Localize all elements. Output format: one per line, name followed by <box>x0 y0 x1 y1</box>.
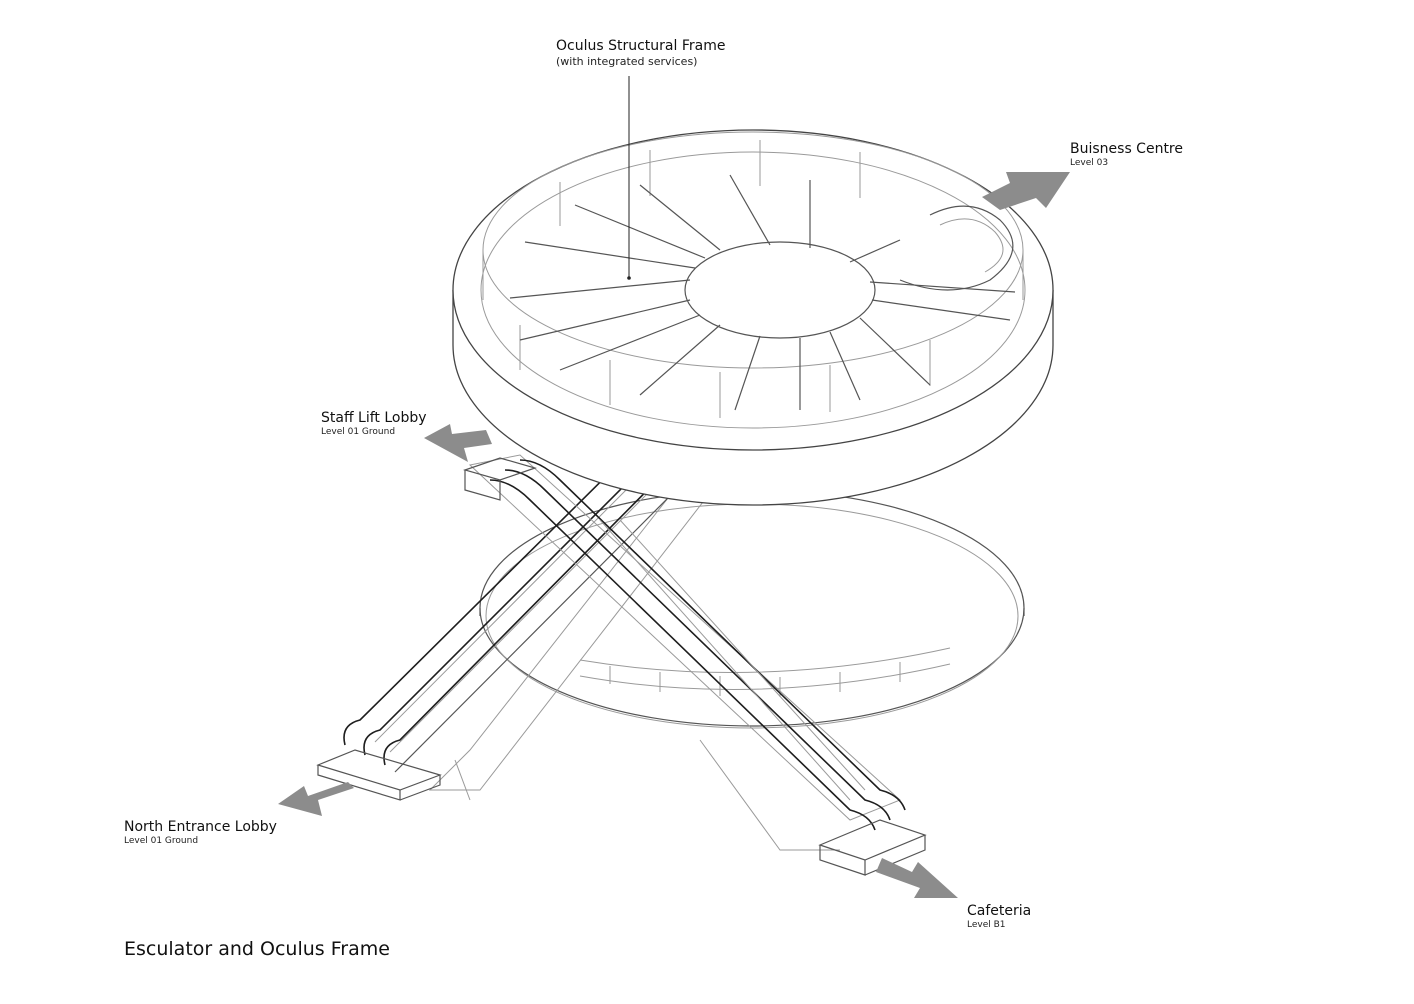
label-staff-lift-lobby: Staff Lift Lobby Level 01 Ground <box>321 410 427 438</box>
landing-north <box>316 749 442 801</box>
label-oculus-title: Oculus Structural Frame <box>556 38 726 54</box>
oculus-frame <box>452 129 1054 506</box>
diagram-caption: Esculator and Oculus Frame <box>124 938 390 960</box>
arrow-cafeteria <box>876 858 958 898</box>
label-business-level: Level 03 <box>1070 158 1109 168</box>
label-cafeteria: Cafeteria Level B1 <box>967 903 1031 931</box>
label-business-centre: Buisness Centre Level 03 <box>1070 141 1183 169</box>
label-north-entrance-lobby: North Entrance Lobby Level 01 Ground <box>124 819 277 847</box>
label-business-title: Buisness Centre <box>1070 141 1183 157</box>
label-oculus-subtitle: (with integrated services) <box>556 55 698 68</box>
lower-ring <box>479 489 1025 729</box>
oculus-leader-line <box>627 76 631 280</box>
arrow-north-entrance <box>278 782 354 816</box>
label-north-title: North Entrance Lobby <box>124 819 277 835</box>
label-oculus-structural-frame: Oculus Structural Frame (with integrated… <box>556 38 725 68</box>
arrow-business-centre <box>982 172 1070 210</box>
label-staff-level: Level 01 Ground <box>321 427 396 437</box>
arrow-staff-lift-lobby <box>424 424 492 462</box>
landing-cafeteria <box>818 819 927 876</box>
label-cafeteria-title: Cafeteria <box>967 903 1032 919</box>
label-staff-title: Staff Lift Lobby <box>321 410 427 426</box>
label-cafeteria-level: Level B1 <box>967 920 1006 930</box>
escalator-bank-cafeteria <box>468 454 906 851</box>
label-north-level: Level 01 Ground <box>124 836 199 846</box>
landing-staff <box>462 457 538 501</box>
